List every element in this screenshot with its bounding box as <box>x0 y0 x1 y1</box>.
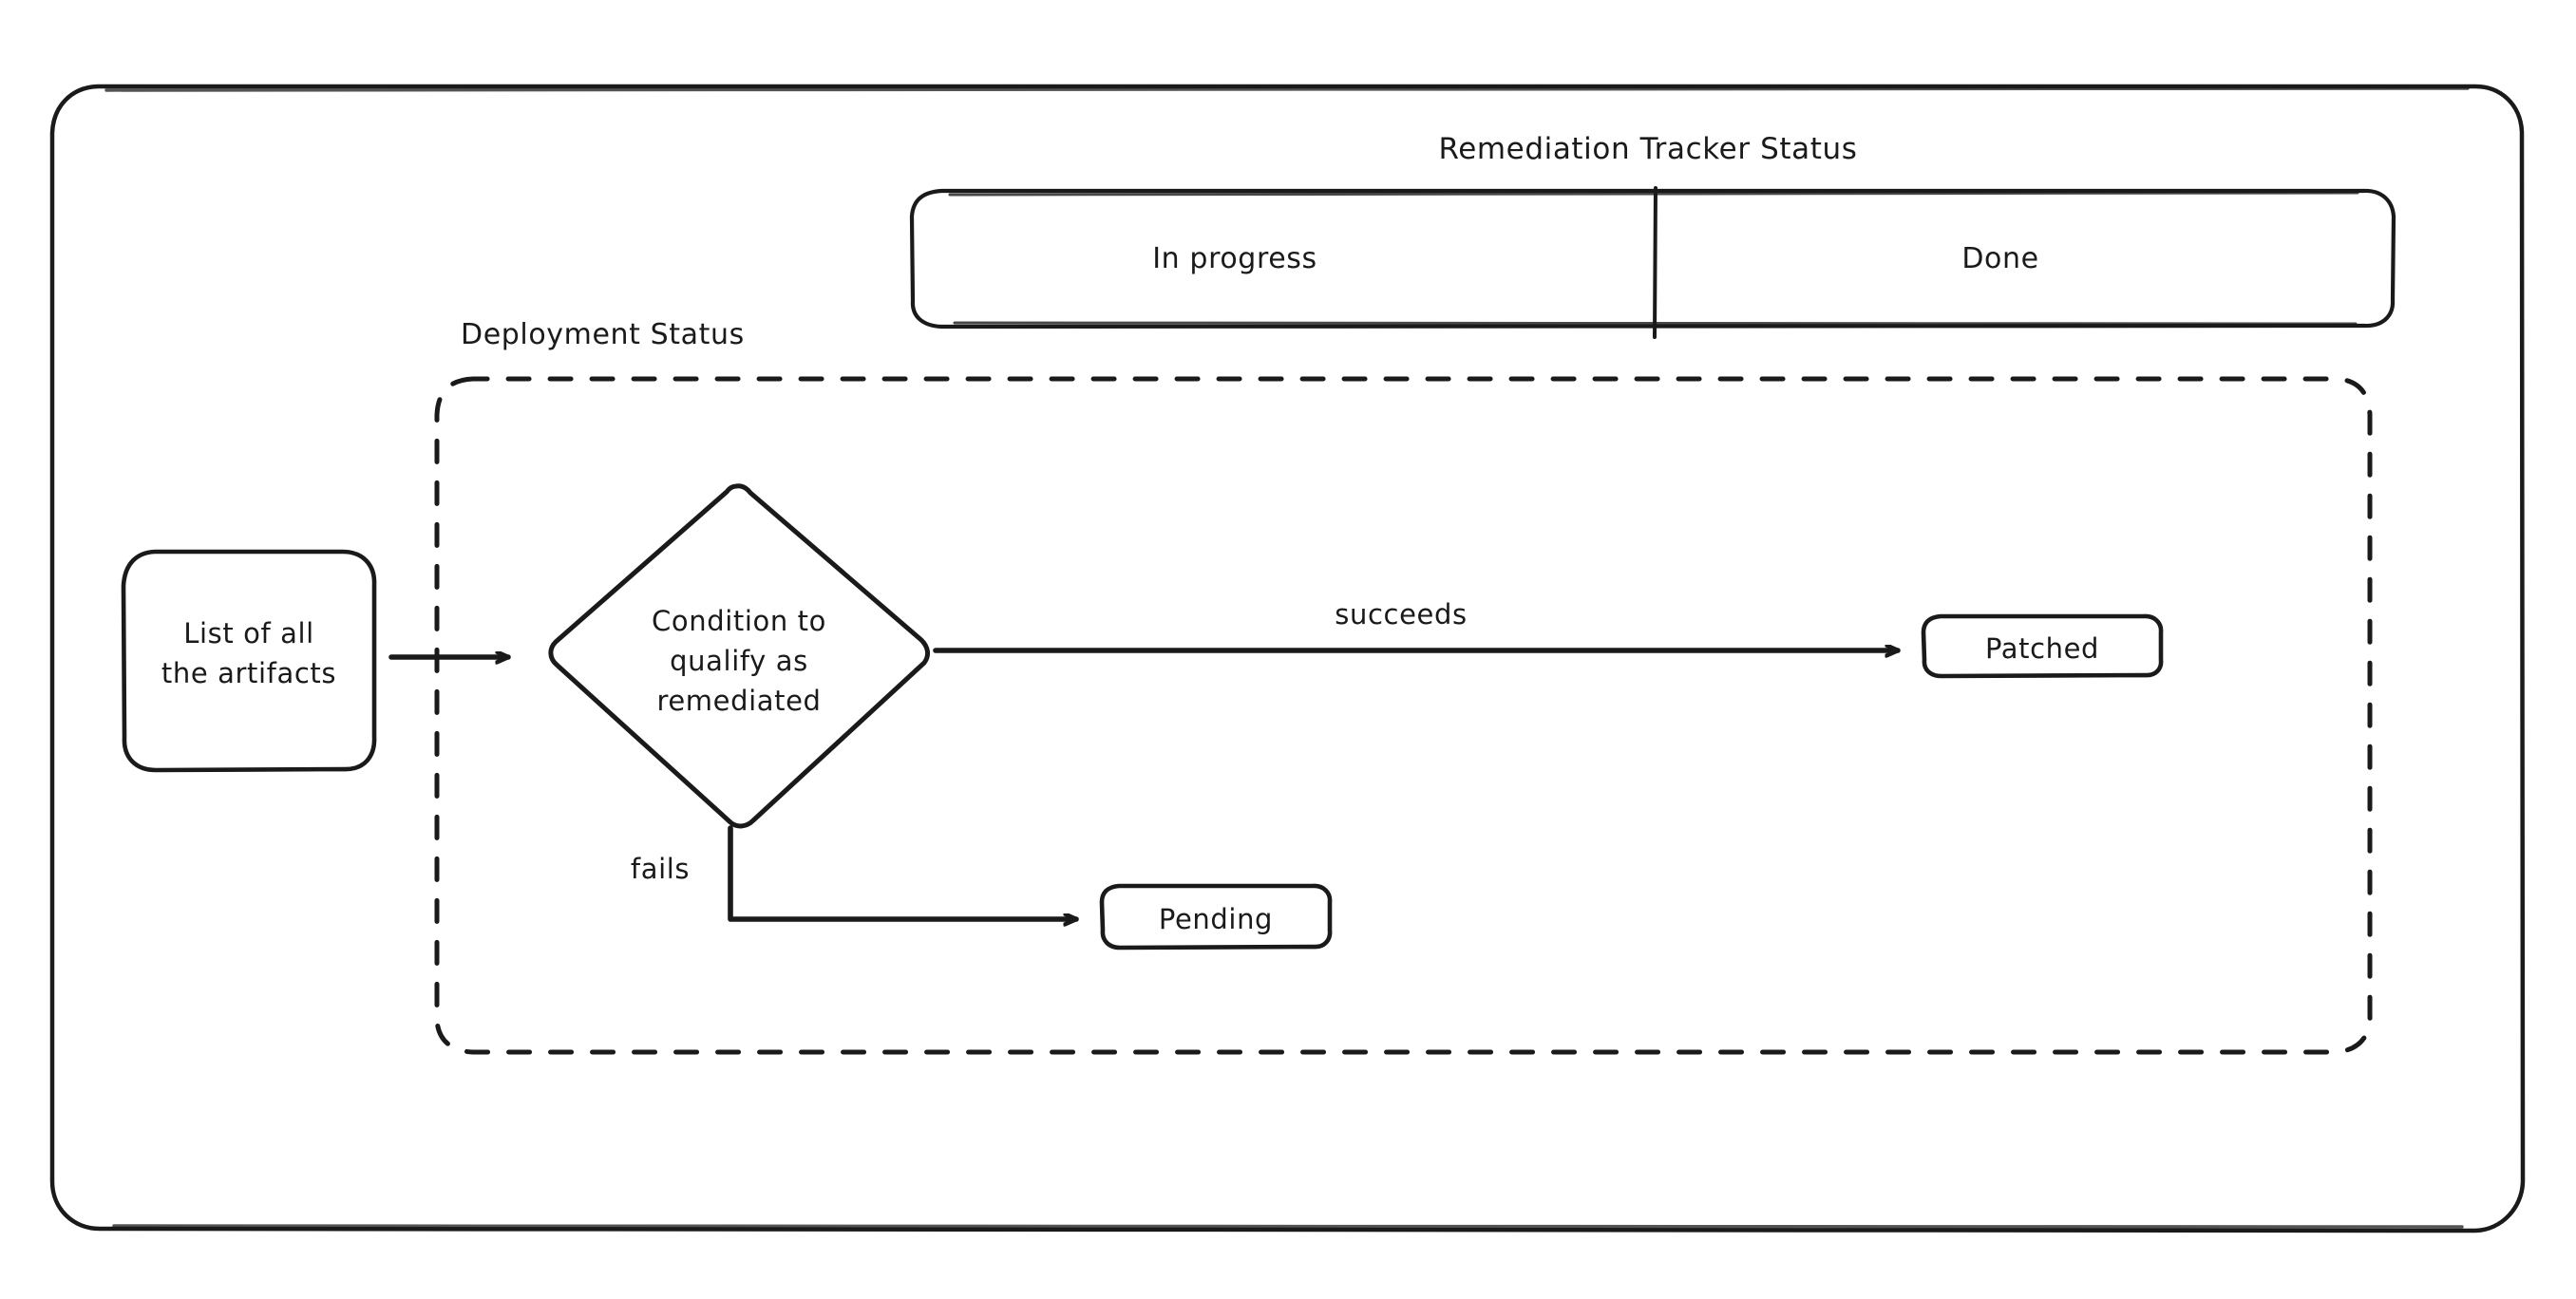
swimlane-container <box>909 188 2396 329</box>
deployment-status-dashed-boundary <box>434 376 2373 1055</box>
edge-label-succeeds: succeeds <box>1335 598 1467 631</box>
swimlane-label-done: Done <box>1961 242 2038 275</box>
page-title: Remediation Tracker Status <box>1438 132 1857 166</box>
swimlane-divider <box>1653 186 1657 339</box>
node-artifact-list-label-line2: the artifacts <box>161 657 336 689</box>
swimlane-label-in-progress: In progress <box>1152 242 1317 275</box>
edge-label-fails: fails <box>631 853 690 885</box>
node-condition-label-line3: remediated <box>656 685 821 717</box>
node-patched-label: Patched <box>1985 632 2099 665</box>
swimlane-in-progress[interactable]: In progress <box>1152 242 1317 275</box>
node-pending-label: Pending <box>1159 903 1273 935</box>
group-label-deployment-status: Deployment Status <box>461 318 745 351</box>
edge-condition-to-pending <box>728 825 1079 919</box>
node-condition-label-line2: qualify as <box>670 645 808 677</box>
node-condition-label-line1: Condition to <box>652 605 826 637</box>
node-condition-diamond[interactable]: Condition to qualify as remediated <box>548 483 931 829</box>
node-patched[interactable]: Patched <box>1921 613 2164 679</box>
node-pending[interactable]: Pending <box>1099 883 1333 951</box>
swimlane-done[interactable]: Done <box>1961 242 2038 275</box>
node-artifact-list-label-line1: List of all <box>183 617 314 650</box>
remediation-tracker-outer-container <box>49 84 2526 1233</box>
node-artifact-list[interactable]: List of all the artifacts <box>121 549 377 773</box>
